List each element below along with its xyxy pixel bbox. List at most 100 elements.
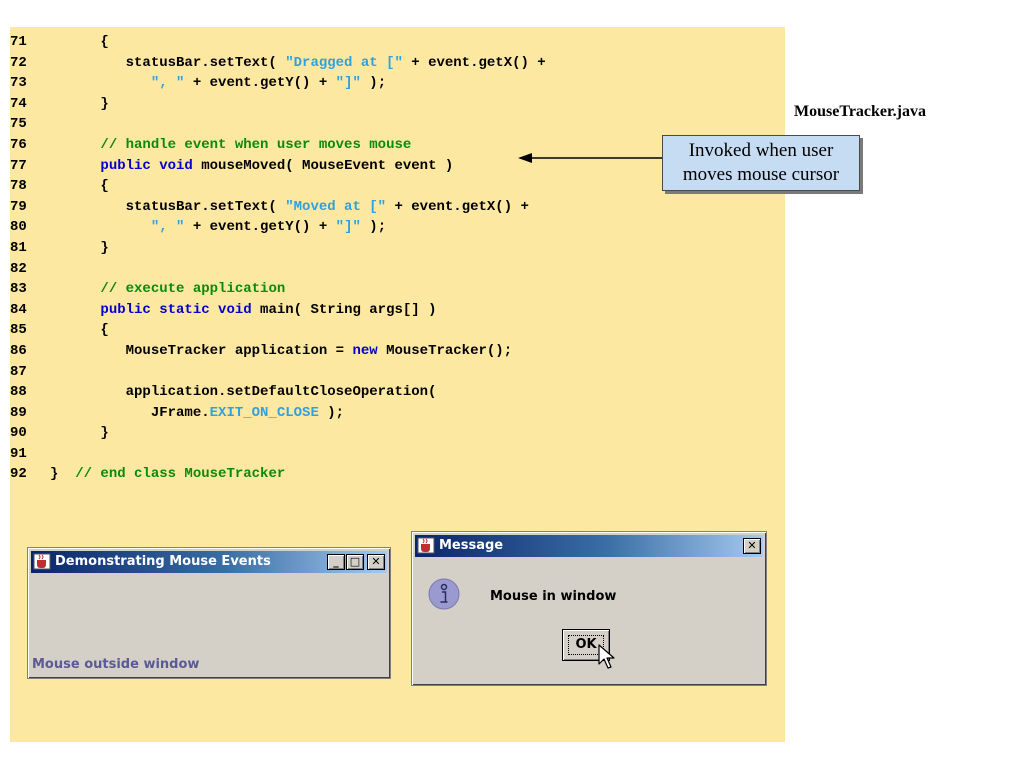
code-line: 74 } (10, 94, 546, 115)
code-token: ); (318, 404, 345, 421)
minimize-button[interactable]: _ (327, 554, 345, 570)
code-line: 78 { (10, 176, 546, 197)
ok-button-label: OK (575, 637, 597, 652)
code-line: 80 ", " + event.getY() + "]" ); (10, 217, 546, 238)
message-dialog: Message ✕ Mouse in window OK (411, 531, 767, 686)
code-line: 71 { (10, 32, 546, 53)
java-cup-icon (33, 553, 51, 570)
code-token: public void (100, 157, 193, 174)
dialog-message: Mouse in window (490, 589, 617, 604)
code-line: 72 statusBar.setText( "Dragged at [" + e… (10, 53, 546, 74)
code-token: MouseTracker application = (50, 342, 353, 359)
code-line: 82 (10, 259, 546, 280)
code-line: 84 public static void main( String args[… (10, 300, 546, 321)
minimize-icon: _ (333, 555, 339, 568)
close-icon: ✕ (371, 555, 381, 568)
ok-focus-ring (568, 635, 604, 655)
code-line: 92} // end class MouseTracker (10, 464, 546, 485)
line-number: 75 (10, 116, 27, 133)
line-number: 85 (10, 322, 27, 339)
code-token: { (50, 322, 109, 339)
code-token (50, 137, 100, 153)
code-token: } (50, 95, 109, 112)
line-number: 89 (10, 404, 27, 421)
message-dialog-title: Message (439, 538, 504, 553)
code-token: + event.getY() + (184, 219, 336, 236)
line-number: 77 (10, 157, 27, 174)
code-token: } (50, 239, 109, 256)
code-token (50, 281, 100, 297)
code-token: { (50, 178, 109, 195)
close-button[interactable]: ✕ (367, 554, 385, 570)
code-token: ); (360, 219, 387, 236)
code-token: + event.getY() + (184, 75, 336, 92)
code-token: main( String args[] ) (251, 301, 437, 318)
code-token (50, 302, 100, 318)
line-number: 84 (10, 301, 27, 318)
line-number: 79 (10, 198, 27, 215)
code-token: } (50, 466, 76, 483)
line-number: 83 (10, 281, 27, 298)
code-line: 87 (10, 362, 546, 383)
code-token (50, 158, 100, 174)
code-token (50, 219, 151, 235)
code-token: } (50, 425, 109, 442)
code-token: ); (360, 75, 387, 92)
line-number: 78 (10, 178, 27, 195)
code-token: public static void (100, 301, 252, 318)
info-icon (428, 578, 460, 610)
code-token: EXIT_ON_CLOSE (209, 404, 319, 421)
code-listing: 71 {72 statusBar.setText( "Dragged at ["… (10, 32, 546, 485)
code-token: "]" (335, 219, 361, 236)
code-token: // end class MouseTracker (75, 466, 286, 483)
line-number: 87 (10, 363, 27, 380)
message-dialog-titlebar[interactable]: Message ✕ (415, 535, 763, 557)
code-token: application.setDefaultCloseOperation( (50, 384, 437, 401)
callout-line-2: moves mouse cursor (682, 164, 840, 185)
demo-window: Demonstrating Mouse Events _ □ ✕ Mouse o… (27, 547, 391, 679)
code-line: 91 (10, 444, 546, 465)
code-token (50, 75, 151, 91)
code-token: // handle event when user moves mouse (100, 136, 412, 153)
status-bar: Mouse outside window (32, 657, 200, 672)
code-token: mouseMoved( MouseEvent event ) (192, 157, 454, 174)
line-number: 86 (10, 342, 27, 359)
code-line: 85 { (10, 320, 546, 341)
code-line: 89 JFrame.EXIT_ON_CLOSE ); (10, 403, 546, 424)
code-line: 76 // handle event when user moves mouse (10, 135, 546, 156)
code-token: // execute application (100, 281, 286, 298)
dialog-close-button[interactable]: ✕ (743, 538, 761, 554)
line-number: 81 (10, 239, 27, 256)
line-number: 88 (10, 384, 27, 401)
code-token: statusBar.setText( (50, 198, 286, 215)
line-number: 92 (10, 466, 27, 483)
line-number: 71 (10, 34, 27, 50)
callout-line-1: Invoked when user (688, 140, 834, 161)
code-token: { (50, 34, 109, 50)
line-number: 82 (10, 260, 27, 277)
line-number: 74 (10, 95, 27, 112)
file-label: MouseTracker.java (794, 103, 926, 120)
code-token: statusBar.setText( (50, 54, 286, 71)
code-line: 73 ", " + event.getY() + "]" ); (10, 73, 546, 94)
ok-button[interactable]: OK (562, 629, 610, 661)
code-line: 83 // execute application (10, 279, 546, 300)
demo-window-titlebar[interactable]: Demonstrating Mouse Events _ □ ✕ (31, 551, 387, 573)
code-line: 81 } (10, 238, 546, 259)
close-icon: ✕ (747, 539, 757, 552)
maximize-button[interactable]: □ (346, 554, 364, 570)
maximize-icon: □ (349, 555, 361, 568)
code-token: MouseTracker(); (377, 342, 513, 359)
line-number: 90 (10, 425, 27, 442)
code-line: 88 application.setDefaultCloseOperation( (10, 382, 546, 403)
line-number: 73 (10, 75, 27, 92)
mouse-cursor-icon (598, 644, 615, 669)
line-number: 76 (10, 136, 27, 153)
callout-box: Invoked when user moves mouse cursor (662, 135, 860, 191)
line-number: 80 (10, 219, 27, 236)
code-token: ", " (150, 75, 185, 92)
code-token: JFrame. (50, 404, 210, 421)
code-line: 77 public void mouseMoved( MouseEvent ev… (10, 156, 546, 177)
code-token: + event.getX() + (386, 198, 529, 215)
java-cup-icon (417, 537, 435, 554)
